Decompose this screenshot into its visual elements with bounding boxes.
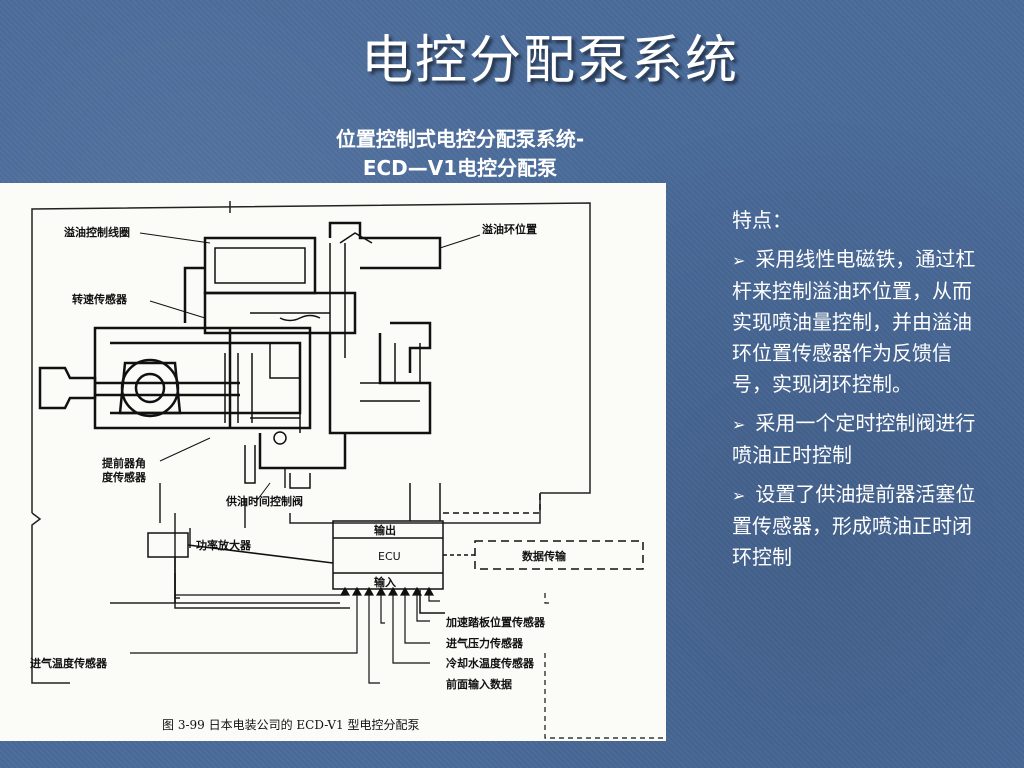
slide-title: 电控分配泵系统 (360, 31, 739, 91)
label-output: 输出 (374, 523, 396, 537)
pump-diagram: 溢油控制线圈 溢油环位置 转速传感器 提前器角 度传感器 供油时间控制阀 功率放… (30, 201, 666, 739)
feature-panel: 特点： ➢采用线性电磁铁，通过杠杆来控制溢油环位置，从而实现喷油量控制，并由溢油… (732, 205, 982, 581)
label-advance-angle-2: 度传感器 (102, 470, 147, 484)
subtitle-line-2: ECD—V1电控分配泵 (250, 154, 670, 183)
feature-heading: 特点： (732, 208, 792, 232)
arrow-bullet-icon: ➢ (732, 251, 746, 270)
label-spill-coil: 溢油控制线圈 (64, 225, 130, 239)
actuator-housing (203, 291, 357, 335)
power-amp-box (147, 532, 189, 558)
feature-text-3: 设置了供油提前器活塞位置传感器，形成喷油正时闭环控制 (732, 482, 976, 569)
input-arrows (130, 586, 666, 739)
label-data-transfer: 数据传输 (522, 549, 567, 563)
subtitle: 位置控制式电控分配泵系统- ECD—V1电控分配泵 (250, 125, 670, 183)
feature-item-3: ➢设置了供油提前器活塞位置传感器，形成喷油正时闭环控制 (732, 479, 982, 573)
feature-item-2: ➢采用一个定时控制阀进行喷油正时控制 (732, 408, 982, 471)
label-accel-pedal-sensor: 加速踏板位置传感器 (445, 615, 546, 629)
label-speed-sensor: 转速传感器 (72, 292, 128, 306)
control-boxes (147, 483, 644, 614)
feature-text-1: 采用线性电磁铁，通过杠杆来控制溢油环位置，从而实现喷油量控制，并由溢油环位置传感… (732, 247, 976, 396)
label-spill-ring-position: 溢油环位置 (482, 222, 537, 236)
label-ecu: ECU (378, 550, 401, 563)
subtitle-model: ECD—V1 (362, 156, 458, 180)
pump-body (38, 221, 442, 470)
label-intake-pressure-sensor: 进气压力传感器 (446, 636, 524, 650)
subtitle-line-1: 位置控制式电控分配泵系统- (335, 127, 585, 151)
arrow-bullet-icon: ➢ (732, 415, 746, 434)
leader-lines (139, 232, 481, 504)
feature-item-1: ➢采用线性电磁铁，通过杠杆来控制溢油环位置，从而实现喷油量控制，并由溢油环位置传… (732, 244, 982, 400)
label-intake-temp-sensor: 进气温度传感器 (30, 656, 108, 670)
pump-diagram-figure: 溢油控制线圈 溢油环位置 转速传感器 提前器角 度传感器 供油时间控制阀 功率放… (0, 183, 666, 741)
label-advance-angle-1: 提前器角 (102, 456, 146, 470)
spill-coil-housing (203, 236, 317, 295)
label-timing-valve: 供油时间控制阀 (225, 494, 303, 508)
feature-text-2: 采用一个定时控制阀进行喷油正时控制 (732, 411, 976, 467)
label-input: 输入 (374, 575, 396, 589)
figure-caption: 图 3-99 日本电装公司的 ECD-V1 型电控分配泵 (162, 717, 420, 732)
label-front-input-data: 前面输入数据 (446, 677, 512, 691)
label-coolant-temp-sensor: 冷却水温度传感器 (446, 656, 535, 670)
wiring (31, 201, 591, 684)
arrow-bullet-icon: ➢ (732, 486, 746, 505)
subtitle-rest: 电控分配泵 (457, 156, 558, 180)
pump-internals (214, 232, 421, 489)
label-power-amp: 功率放大器 (196, 538, 252, 552)
